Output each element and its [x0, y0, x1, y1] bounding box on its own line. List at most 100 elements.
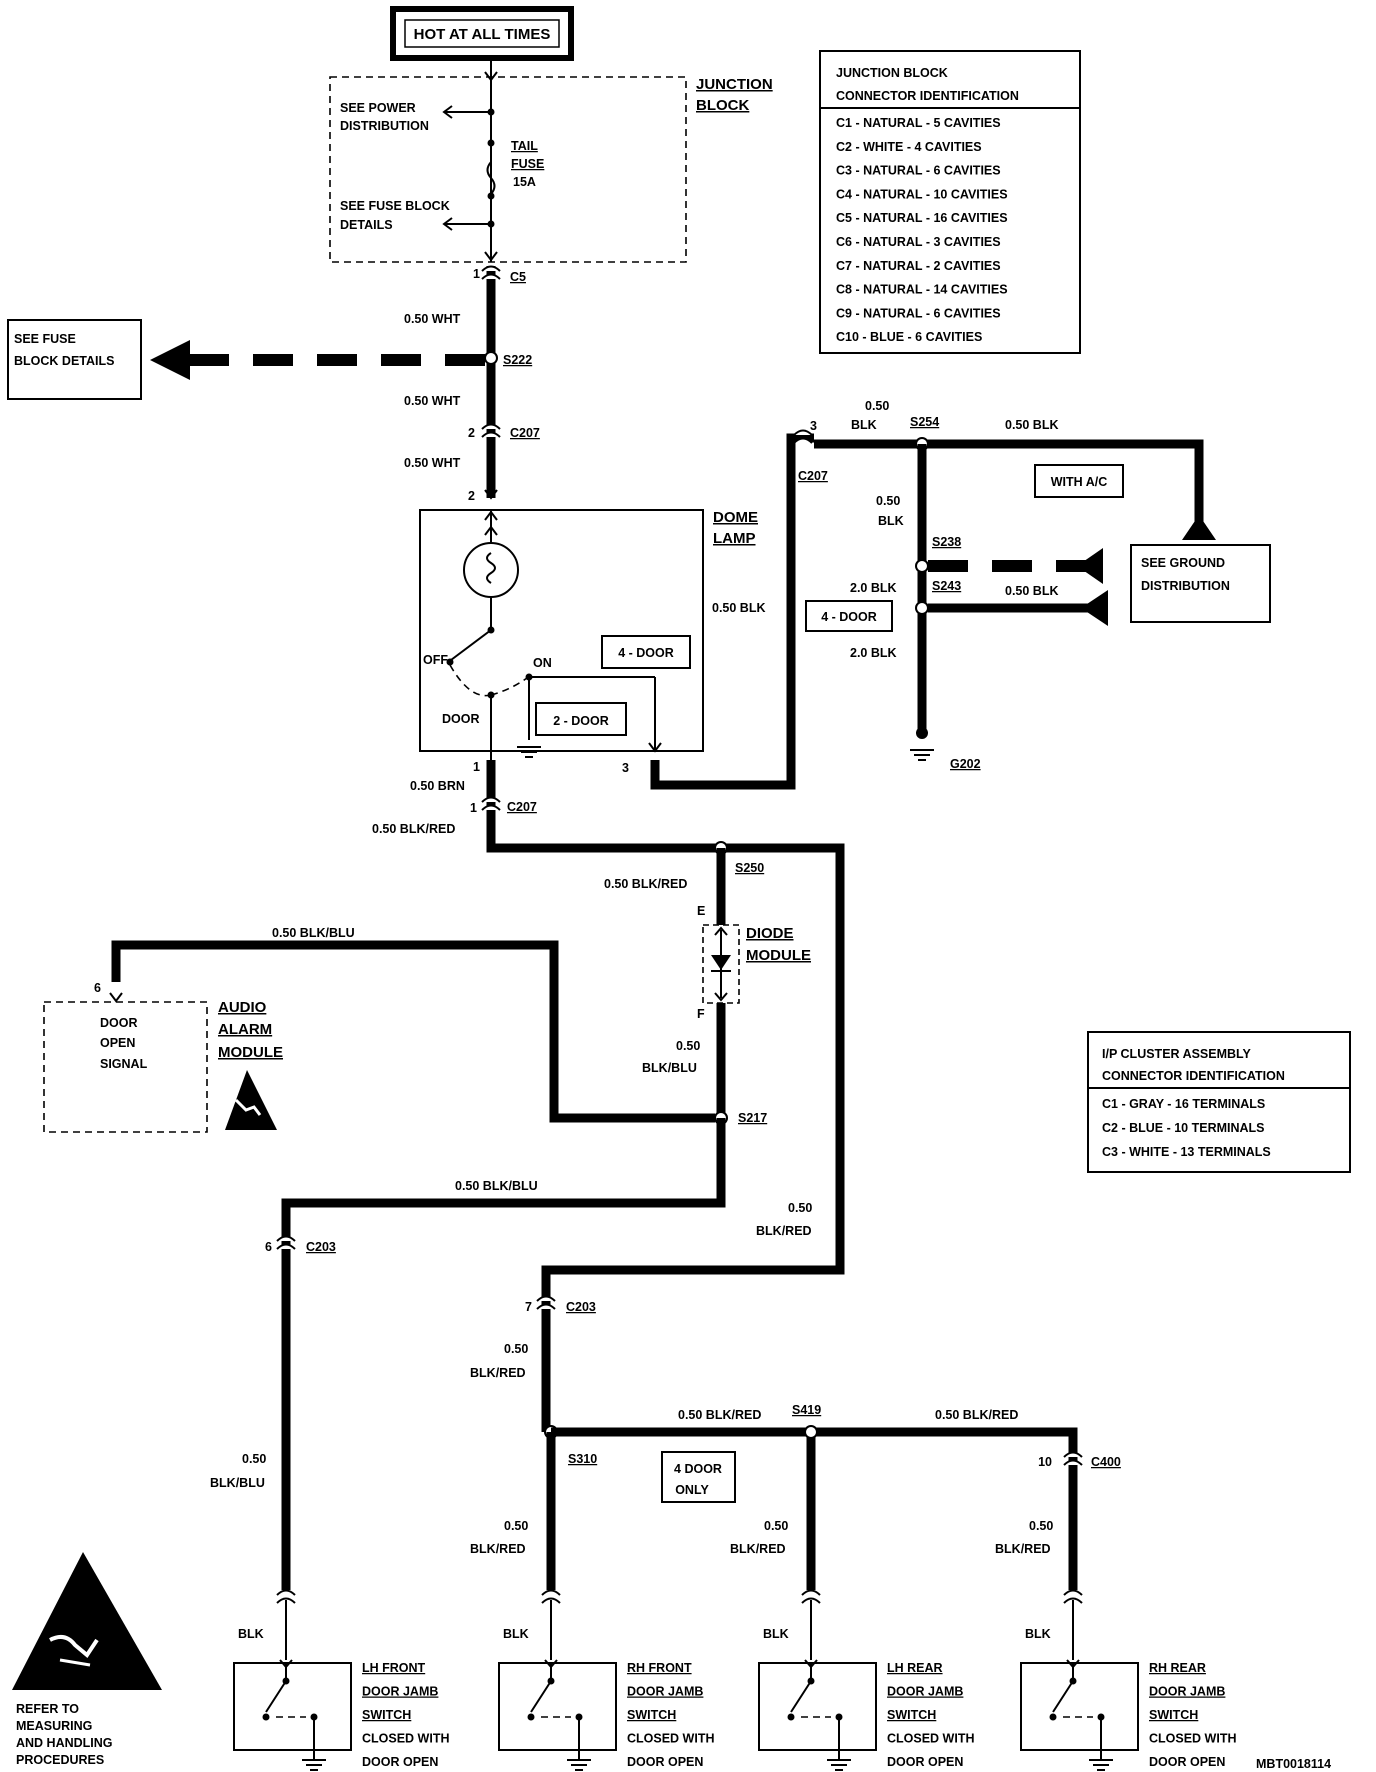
- svg-text:0.50 BLK/RED: 0.50 BLK/RED: [372, 822, 455, 836]
- ground-icon: [301, 1759, 327, 1771]
- svg-text:ALARM: ALARM: [218, 1021, 272, 1038]
- svg-text:1: 1: [473, 760, 480, 774]
- svg-text:C207: C207: [798, 469, 828, 483]
- svg-text:CONNECTOR IDENTIFICATION: CONNECTOR IDENTIFICATION: [836, 89, 1019, 103]
- figure-id: MBT0018114: [1256, 1757, 1331, 1771]
- dome-lamp-title: DOME: [713, 509, 758, 526]
- svg-text:TAIL: TAIL: [511, 139, 538, 153]
- audio-alarm-module-title: AUDIO: [218, 999, 267, 1016]
- svg-text:BLK: BLK: [851, 418, 877, 432]
- svg-text:S243: S243: [932, 579, 961, 593]
- svg-text:BLK: BLK: [878, 514, 904, 528]
- svg-text:BLK: BLK: [503, 1627, 529, 1641]
- svg-text:S222: S222: [503, 353, 532, 367]
- svg-text:BLK/BLU: BLK/BLU: [210, 1476, 265, 1490]
- svg-text:LH REAR: LH REAR: [887, 1661, 943, 1675]
- audio-alarm-module-outline: [43, 1001, 208, 1133]
- svg-text:0.50 BLK/BLU: 0.50 BLK/BLU: [272, 926, 355, 940]
- svg-text:JUNCTION BLOCK: JUNCTION BLOCK: [836, 66, 948, 80]
- jb-connector-row: C10 - BLUE - 6 CAVITIES: [836, 330, 982, 344]
- svg-text:MODULE: MODULE: [746, 947, 811, 964]
- svg-text:0.50: 0.50: [876, 494, 900, 508]
- svg-text:FUSE: FUSE: [511, 157, 544, 171]
- jb-connector-row: C1 - NATURAL - 5 CAVITIES: [836, 116, 1001, 130]
- option-4-door-ground: [805, 600, 893, 632]
- door-jamb-switch-box: [233, 1662, 352, 1751]
- svg-text:0.50 BLK/RED: 0.50 BLK/RED: [678, 1408, 761, 1422]
- svg-text:1: 1: [473, 267, 480, 281]
- svg-text:0.50 BRN: 0.50 BRN: [410, 779, 465, 793]
- splice-s243: [915, 601, 929, 615]
- svg-text:SWITCH: SWITCH: [887, 1708, 936, 1722]
- ground-g202: G202: [950, 757, 981, 771]
- svg-text:MEASURING: MEASURING: [16, 1719, 92, 1733]
- svg-text:2: 2: [468, 489, 475, 503]
- svg-text:LH FRONT: LH FRONT: [362, 1661, 426, 1675]
- svg-text:DOOR JAMB: DOOR JAMB: [627, 1685, 703, 1699]
- option-4-door-only: [661, 1451, 736, 1503]
- svg-text:MODULE: MODULE: [218, 1044, 283, 1061]
- svg-text:ON: ON: [533, 656, 552, 670]
- svg-text:0.50: 0.50: [242, 1452, 266, 1466]
- svg-text:S310: S310: [568, 1452, 597, 1466]
- svg-text:0.50 WHT: 0.50 WHT: [404, 456, 461, 470]
- svg-text:DOOR: DOOR: [442, 712, 480, 726]
- svg-text:1: 1: [470, 801, 477, 815]
- svg-text:DOOR OPEN: DOOR OPEN: [1149, 1755, 1225, 1769]
- svg-text:CONNECTOR IDENTIFICATION: CONNECTOR IDENTIFICATION: [1102, 1069, 1285, 1083]
- svg-text:SWITCH: SWITCH: [627, 1708, 676, 1722]
- svg-text:2.0 BLK: 2.0 BLK: [850, 581, 897, 595]
- svg-text:WITH A/C: WITH A/C: [1051, 475, 1107, 489]
- dome-lamp-bulb-icon: [463, 542, 519, 598]
- svg-text:0.50: 0.50: [788, 1201, 812, 1215]
- svg-text:4 - DOOR: 4 - DOOR: [618, 646, 674, 660]
- svg-text:15A: 15A: [513, 175, 536, 189]
- svg-text:SEE GROUND: SEE GROUND: [1141, 556, 1225, 570]
- see-ground-distribution-box: [1130, 544, 1271, 623]
- svg-text:BLK: BLK: [763, 1627, 789, 1641]
- jb-connector-row: C2 - WHITE - 4 CAVITIES: [836, 140, 982, 154]
- splice-s419: [804, 1425, 818, 1439]
- svg-text:SWITCH: SWITCH: [362, 1708, 411, 1722]
- junction-block-title: JUNCTION: [696, 76, 773, 93]
- svg-text:6: 6: [94, 981, 101, 995]
- svg-text:BLK/RED: BLK/RED: [470, 1542, 526, 1556]
- svg-text:0.50: 0.50: [504, 1342, 528, 1356]
- door-jamb-switch-box: [758, 1662, 877, 1751]
- wire-0.50-blk-blu-lh-front: [281, 1118, 726, 1590]
- diode-icon: [711, 955, 731, 970]
- svg-text:0.50 BLK/BLU: 0.50 BLK/BLU: [455, 1179, 538, 1193]
- dome-lamp-switch-icon: [450, 629, 492, 661]
- svg-text:DOOR JAMB: DOOR JAMB: [887, 1685, 963, 1699]
- svg-text:BLK/RED: BLK/RED: [730, 1542, 786, 1556]
- switch-contact-icon: [1052, 1680, 1074, 1713]
- svg-text:SEE FUSE: SEE FUSE: [14, 332, 76, 346]
- jb-connector-row: C6 - NATURAL - 3 CAVITIES: [836, 235, 1001, 249]
- jb-connector-row: C7 - NATURAL - 2 CAVITIES: [836, 259, 1001, 273]
- ground-icon: [826, 1759, 852, 1771]
- svg-text:BLOCK DETAILS: BLOCK DETAILS: [14, 354, 114, 368]
- svg-text:PROCEDURES: PROCEDURES: [16, 1753, 104, 1767]
- switch-contact-icon: [790, 1680, 812, 1713]
- svg-text:RH REAR: RH REAR: [1149, 1661, 1206, 1675]
- svg-text:2.0 BLK: 2.0 BLK: [850, 646, 897, 660]
- dome-lamp-box: [419, 509, 704, 752]
- option-with-ac: [1034, 464, 1124, 498]
- svg-text:SEE POWER: SEE POWER: [340, 101, 416, 115]
- svg-text:0.50 BLK/RED: 0.50 BLK/RED: [935, 1408, 1018, 1422]
- diode-module-title: DIODE: [746, 925, 794, 942]
- svg-text:2 - DOOR: 2 - DOOR: [553, 714, 609, 728]
- svg-text:BLK/RED: BLK/RED: [756, 1224, 812, 1238]
- svg-text:S250: S250: [735, 861, 764, 875]
- svg-text:LAMP: LAMP: [713, 530, 756, 547]
- splice-s222: [484, 351, 498, 365]
- switch-contact-icon: [530, 1680, 552, 1713]
- svg-text:3: 3: [622, 761, 629, 775]
- svg-text:0.50 BLK: 0.50 BLK: [712, 601, 766, 615]
